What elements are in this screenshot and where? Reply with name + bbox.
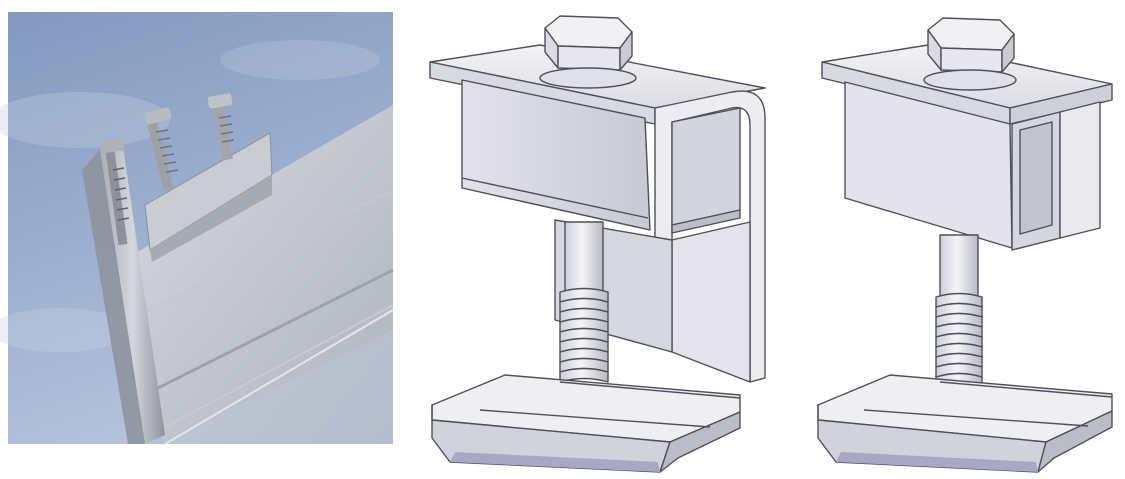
bolt-1 [144, 107, 179, 191]
end-clamp-drawing [429, 15, 766, 473]
mid-clamp-drawing [817, 17, 1113, 473]
bolt-3 [99, 138, 130, 246]
bolt-2 [207, 93, 235, 161]
installed-clamp-photo [0, 12, 394, 445]
solar-panel-frame [120, 105, 393, 444]
